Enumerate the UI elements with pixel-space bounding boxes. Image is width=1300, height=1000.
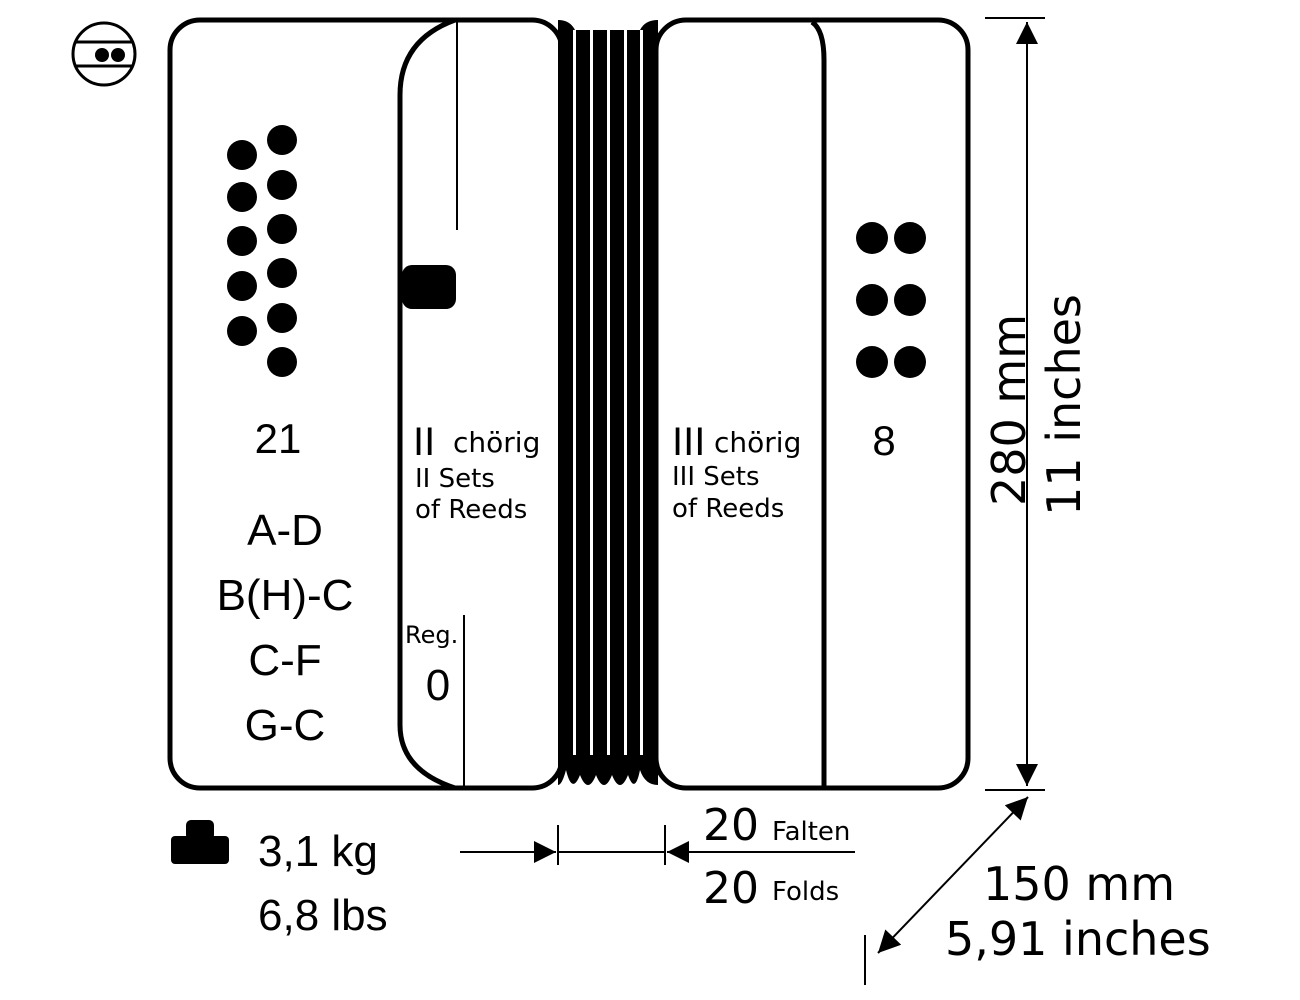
weight-icon bbox=[171, 820, 229, 864]
bass-side-body bbox=[653, 17, 971, 791]
treble-reeds-en-1: II Sets bbox=[415, 464, 495, 494]
register-label: Reg. bbox=[405, 621, 458, 649]
key-2: B(H)-C bbox=[217, 571, 354, 620]
register-value: 0 bbox=[426, 661, 450, 710]
bass-reeds-en-2: of Reeds bbox=[672, 494, 784, 524]
register-switch bbox=[402, 265, 456, 309]
height-mm: 280 mm bbox=[982, 314, 1036, 506]
folds-number-de: 20 bbox=[703, 800, 759, 851]
two-row-button-icon bbox=[71, 21, 137, 87]
treble-buttons bbox=[227, 125, 297, 377]
key-4: G-C bbox=[245, 701, 326, 750]
bass-button-count: 8 bbox=[872, 417, 895, 464]
bellows bbox=[558, 20, 658, 785]
bass-reeds-en-1: III Sets bbox=[672, 462, 760, 492]
bass-buttons bbox=[856, 222, 926, 378]
bass-reeds-de: chörig bbox=[714, 426, 801, 459]
weight-kg: 3,1 kg bbox=[258, 827, 378, 876]
depth-inches: 5,91 inches bbox=[945, 912, 1211, 966]
height-inches: 11 inches bbox=[1037, 294, 1091, 516]
bellows-dimension bbox=[460, 825, 855, 865]
key-3: C-F bbox=[248, 636, 321, 685]
height-dimension bbox=[985, 17, 1045, 791]
depth-mm: 150 mm bbox=[983, 857, 1175, 911]
weight-lbs: 6,8 lbs bbox=[258, 891, 388, 940]
key-1: A-D bbox=[247, 506, 323, 555]
treble-reeds-en-2: of Reeds bbox=[415, 495, 527, 525]
treble-side-body bbox=[167, 17, 565, 791]
treble-button-count: 21 bbox=[255, 415, 302, 462]
folds-label-en: Folds bbox=[772, 877, 839, 907]
folds-label-de: Falten bbox=[772, 817, 850, 847]
bass-reeds-roman: III bbox=[672, 420, 705, 464]
treble-reeds-de: chörig bbox=[453, 426, 540, 459]
depth-dimension bbox=[864, 796, 1029, 985]
folds-number-en: 20 bbox=[703, 863, 759, 914]
treble-reeds-roman: II bbox=[413, 420, 435, 464]
